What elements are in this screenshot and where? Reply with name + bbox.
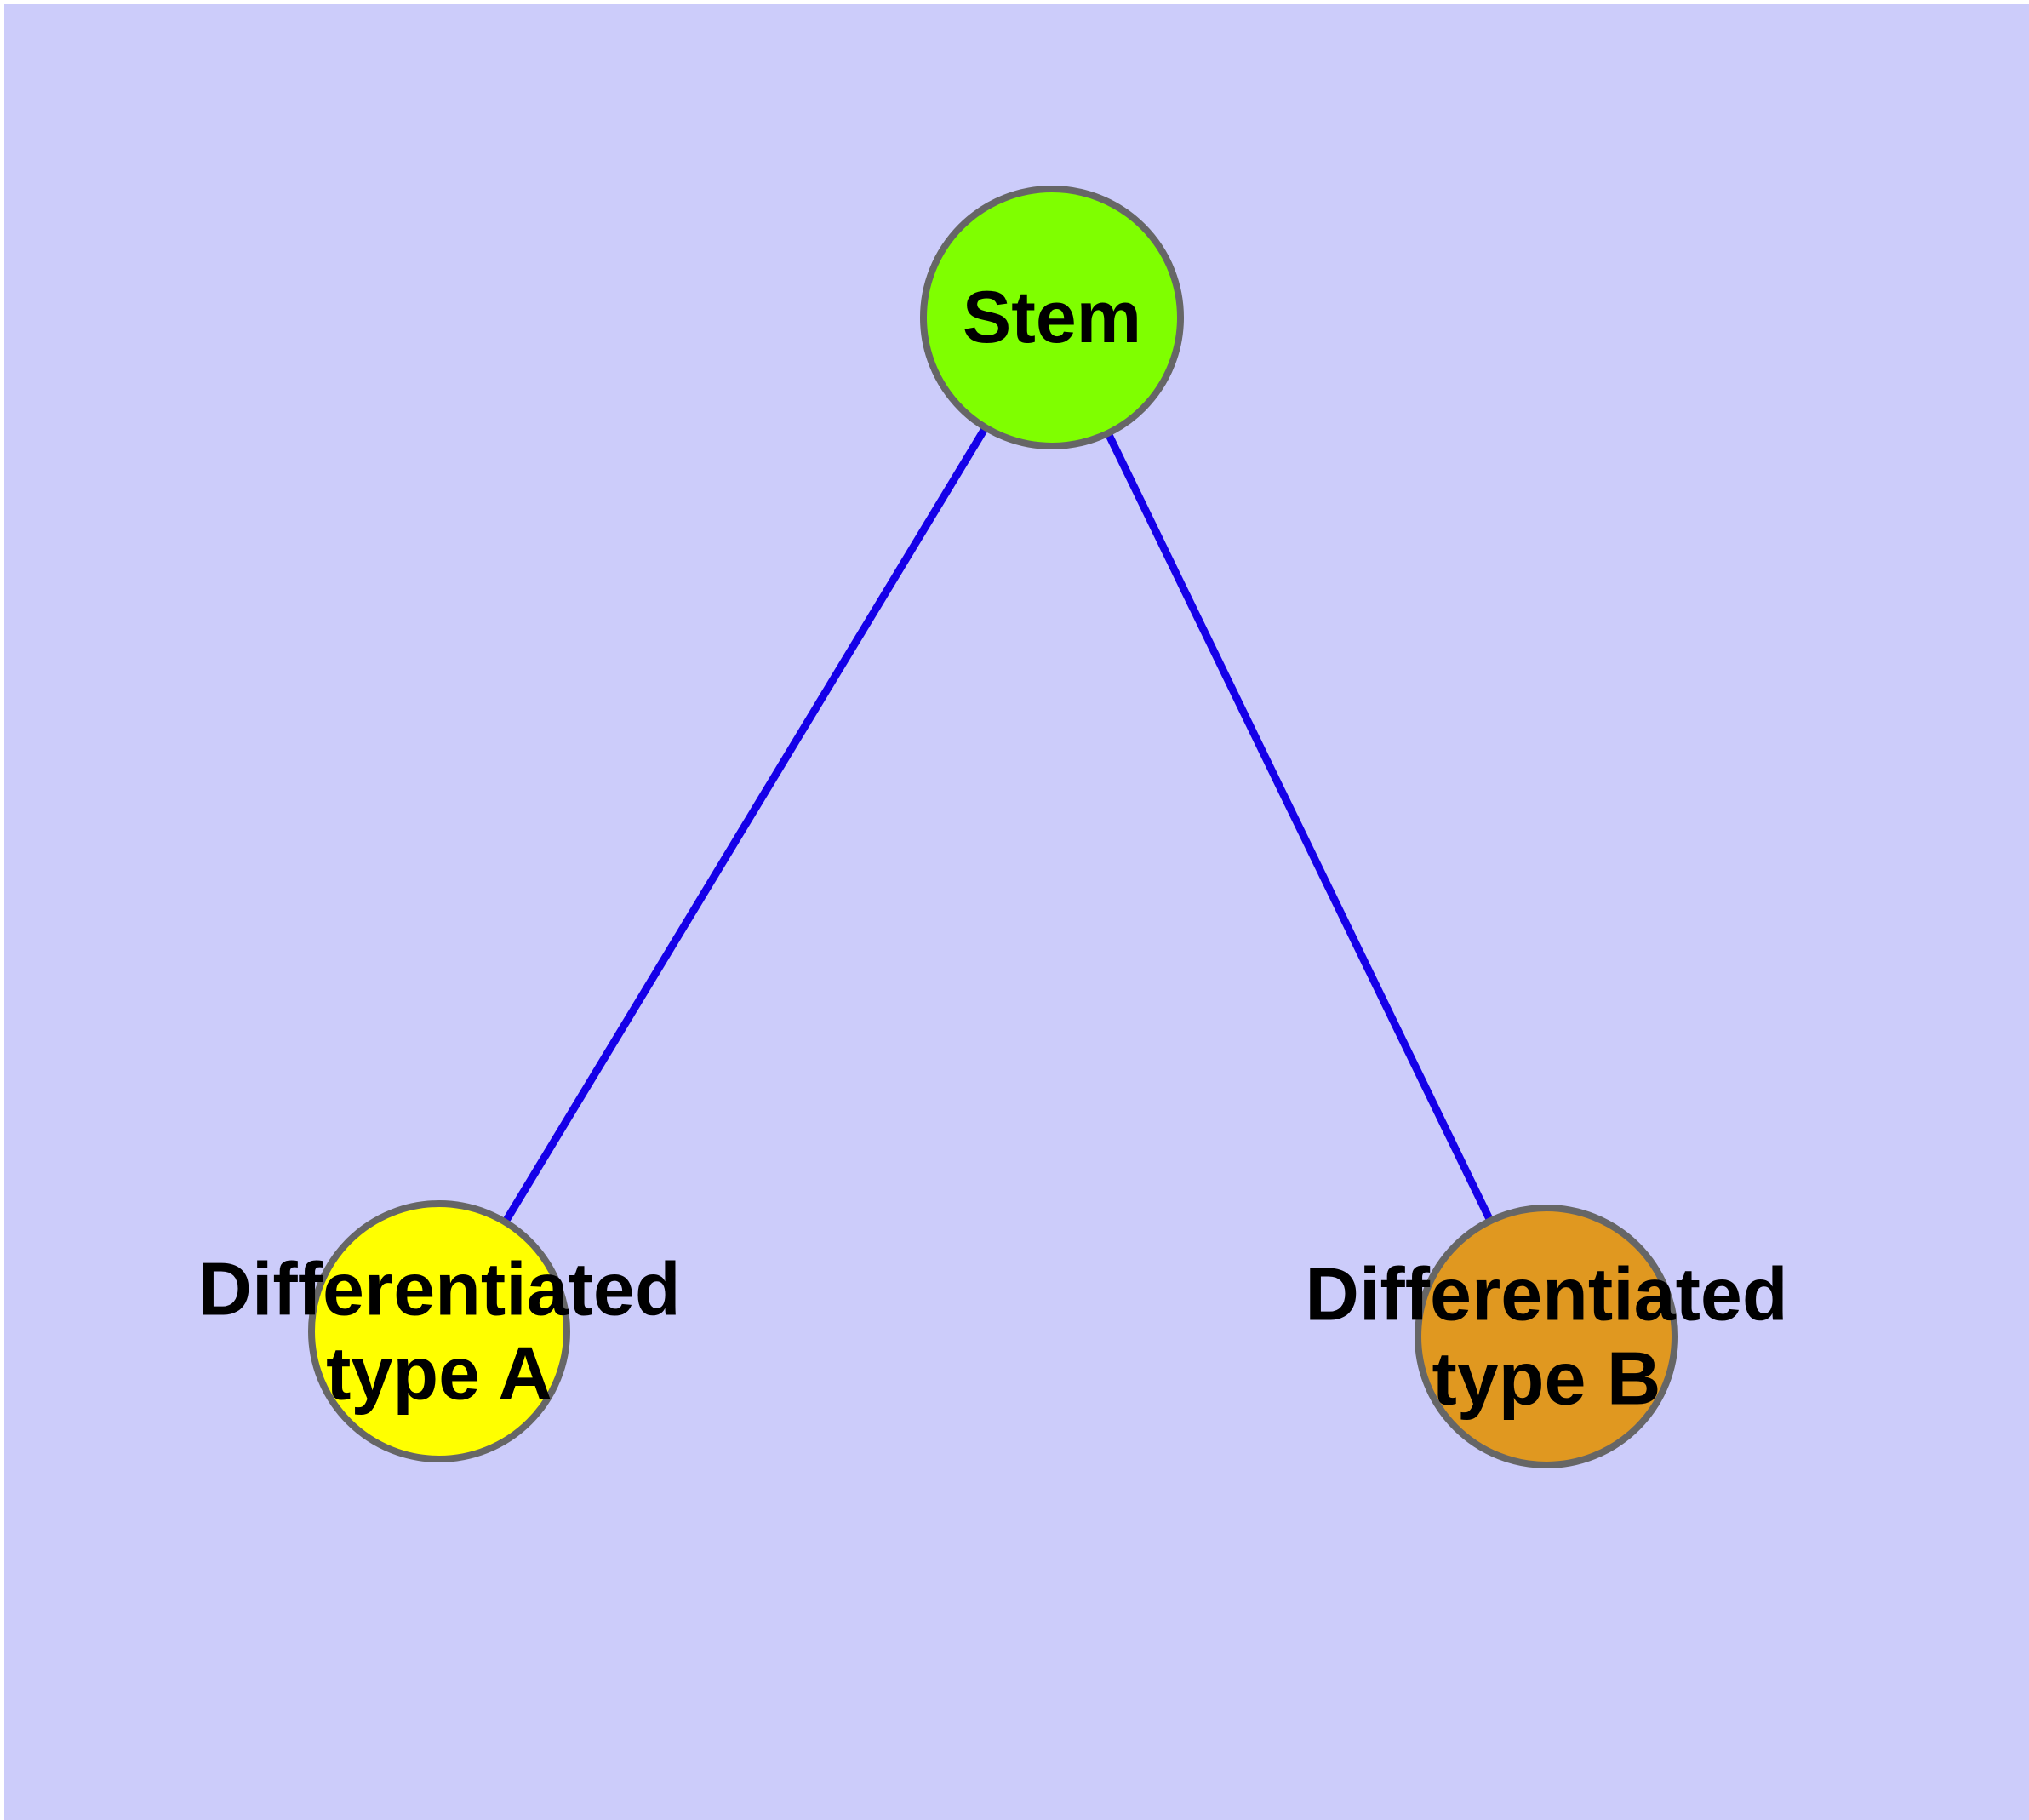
nodes-layer xyxy=(308,186,1678,1468)
graph-node-stem[interactable] xyxy=(920,186,1184,449)
graph-edge[interactable] xyxy=(1048,316,1551,1338)
graph-edge[interactable] xyxy=(436,315,1055,1334)
edges-layer xyxy=(436,315,1551,1338)
graph-node-diff_a[interactable] xyxy=(308,1200,570,1462)
graph-node-diff_b[interactable] xyxy=(1415,1205,1678,1468)
